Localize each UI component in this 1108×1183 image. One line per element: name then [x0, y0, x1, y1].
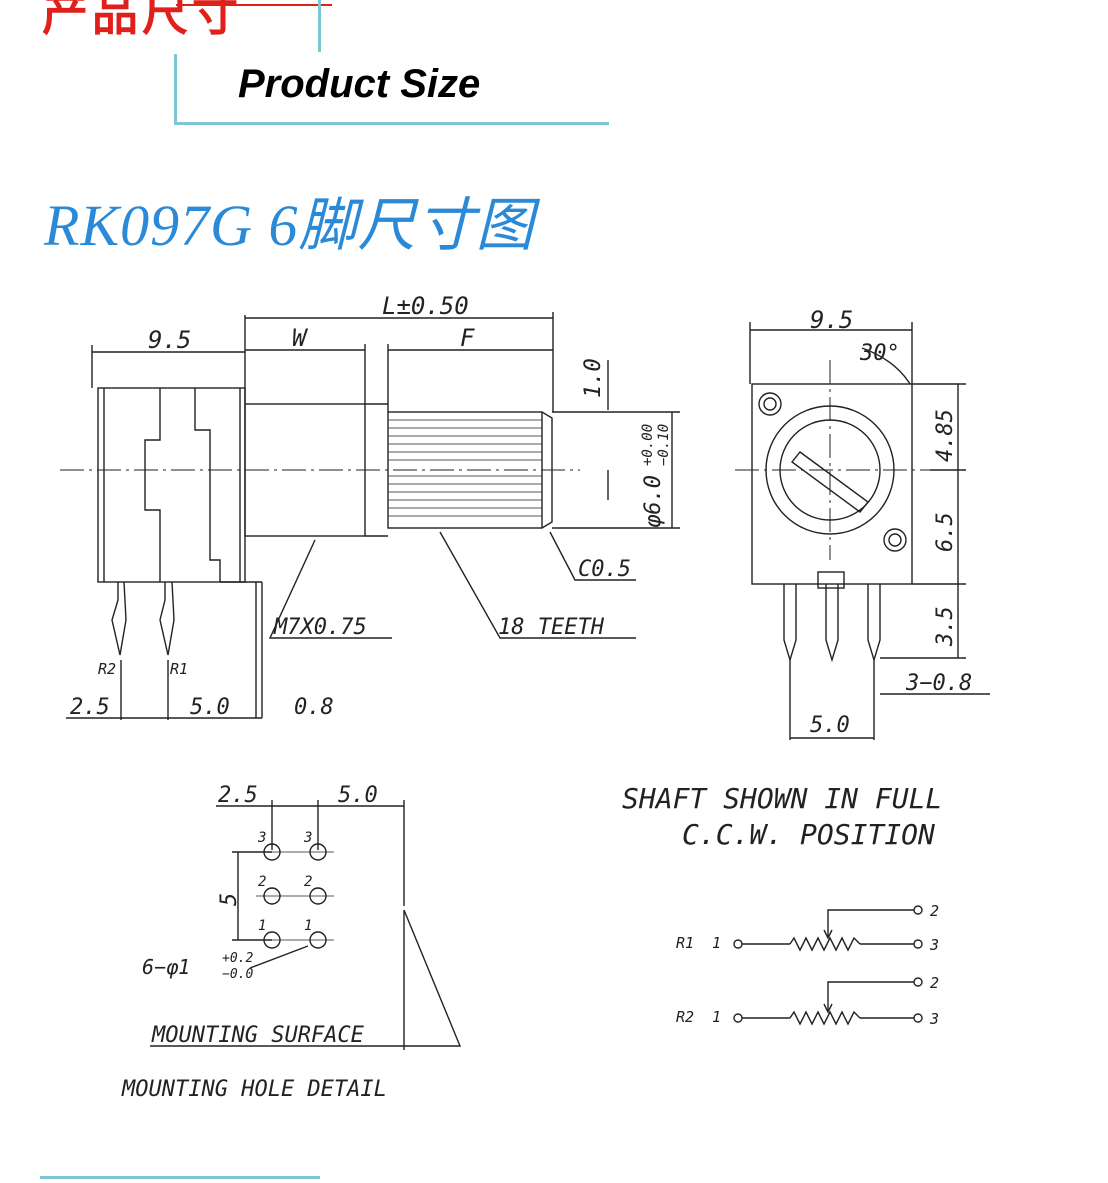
side-view-labels: 9.5 L±0.50 W F 1.0 φ6.0 +0.00 −0.10 C0.5… [70, 292, 672, 720]
front-dim-9-5: 9.5 [810, 306, 853, 334]
front-view [735, 322, 990, 740]
schem-pin3: 3 [929, 936, 939, 954]
pin-label: 2 [304, 874, 312, 890]
side-dim-W: W [292, 324, 309, 352]
pin-label: 2 [258, 874, 266, 890]
side-dim-2-5: 2.5 [70, 695, 110, 720]
schematic-labels: R1 1 2 3 R2 1 2 3 [676, 902, 939, 1028]
schem-r2: R2 [676, 1008, 694, 1026]
schem-pin2: 2 [930, 902, 939, 920]
front-slot [790, 451, 870, 513]
side-r2-label: R2 [98, 660, 116, 678]
schem-r1: R1 [676, 934, 694, 952]
front-dim-3-0-8: 3−0.8 [905, 671, 972, 696]
schem-pin3: 3 [929, 1010, 939, 1028]
front-angle: 30° [859, 341, 900, 366]
header-red-rule [176, 4, 332, 6]
front-view-labels: 9.5 30° 4.85 6.5 3.5 3−0.8 5.0 [810, 306, 972, 738]
mount-detail [150, 800, 462, 1050]
mount-detail-labels: 2.5 5.0 5 3 3 2 2 1 1 6−φ1 +0.2 −0.0 MOU… [121, 783, 387, 1102]
hole-spec: 6−φ1 [142, 955, 190, 979]
side-dim-9-5: 9.5 [148, 326, 191, 354]
side-chamfer: C0.5 [578, 557, 631, 582]
mounting-surface-label: MOUNTING SURFACE [151, 1023, 365, 1048]
side-dim-1-0: 1.0 [581, 358, 606, 398]
note-line-2: C.C.W. POSITION [682, 818, 935, 851]
side-view [60, 312, 680, 720]
shaft-note: SHAFT SHOWN IN FULL C.C.W. POSITION [622, 782, 942, 851]
drawing-title: RK097G 6脚尺寸图 [44, 193, 535, 258]
side-body [97, 387, 246, 583]
header-cn-title: 产品尺寸 [42, 0, 242, 41]
side-teeth: 18 TEETH [498, 615, 605, 640]
side-dim-5-0: 5.0 [190, 695, 230, 720]
pin-label: 1 [258, 918, 266, 934]
front-dim-4-85: 4.85 [933, 409, 958, 462]
side-dim-L: L±0.50 [382, 292, 469, 320]
pin-label: 3 [257, 830, 266, 846]
front-body [751, 383, 913, 585]
mount-dim-5-0: 5.0 [338, 783, 378, 808]
pin-label: 1 [304, 918, 312, 934]
hole-tol-plus: +0.2 [222, 951, 253, 966]
front-dim-3-5: 3.5 [933, 606, 958, 647]
header-frame [176, 0, 321, 52]
schem-pin1: 1 [712, 1008, 721, 1026]
side-thread: M7X0.75 [273, 615, 367, 640]
hole-tol-minus: −0.0 [222, 967, 253, 982]
front-dim-5-0: 5.0 [810, 713, 850, 738]
mount-dim-2-5: 2.5 [218, 783, 258, 808]
header-en-frame [174, 54, 609, 125]
side-phi-tol-plus: +0.00 [640, 424, 656, 466]
schem-pin1: 1 [712, 934, 721, 952]
side-phi-tol-minus: −0.10 [656, 424, 672, 466]
footer-rule [40, 1176, 320, 1179]
mount-dim-5: 5 [217, 893, 242, 906]
side-dim-0-8: 0.8 [294, 695, 334, 720]
schematic [733, 905, 923, 1026]
side-r1-label: R1 [170, 660, 188, 678]
mounting-hole-caption: MOUNTING HOLE DETAIL [121, 1077, 387, 1102]
side-dim-phi: φ6.0 [641, 475, 666, 528]
schem-pin2: 2 [930, 974, 939, 992]
pin-label: 3 [303, 830, 312, 846]
side-dim-F: F [460, 324, 475, 352]
note-line-1: SHAFT SHOWN IN FULL [622, 782, 942, 815]
header-en-title: Product Size [238, 62, 481, 106]
front-dim-6-5: 6.5 [933, 512, 958, 552]
